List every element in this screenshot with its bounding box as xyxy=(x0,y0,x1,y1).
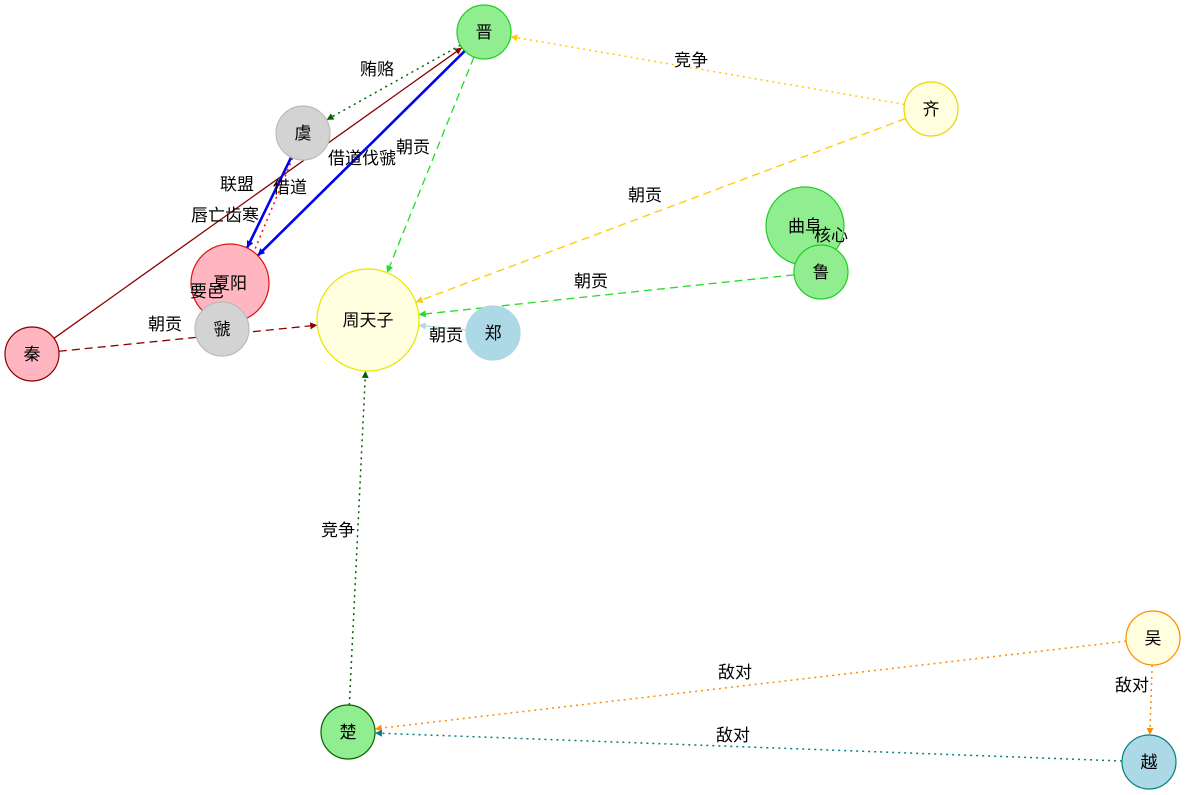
node-circle-lu xyxy=(793,244,849,300)
edge-zheng-zhou xyxy=(418,322,467,331)
edge-chu-zhou xyxy=(348,370,369,706)
node-label-zhou: 周天子 xyxy=(343,311,394,331)
edge-jin-zhou xyxy=(386,56,475,273)
edge-lu-zhou xyxy=(418,274,795,318)
edge-label-jin-xiayang: 借道伐虢 xyxy=(328,149,396,169)
node-circle-qin xyxy=(4,326,60,382)
node-jin: 晋 xyxy=(456,4,512,60)
edge-wu-chu xyxy=(374,640,1127,732)
node-label-xiayang: 夏阳 xyxy=(213,274,247,294)
node-circle-jin xyxy=(456,4,512,60)
node-label-chu: 楚 xyxy=(340,723,357,743)
node-label-qi: 齐 xyxy=(923,100,940,120)
edge-label-xiayang-guo: 要邑 xyxy=(190,282,224,302)
node-circle-wu xyxy=(1125,610,1181,666)
node-circle-yue xyxy=(1121,734,1177,790)
node-yu: 虞 xyxy=(275,105,331,161)
edge-yu-xiayang xyxy=(245,156,293,249)
edge-wu-yue xyxy=(1146,664,1154,736)
node-circle-zheng xyxy=(465,305,521,361)
edge-label-wu-chu: 敌对 xyxy=(718,663,752,683)
edge-yu-guo xyxy=(231,157,294,305)
edge-label-lu-zhou: 朝贡 xyxy=(574,272,608,292)
node-qin: 秦 xyxy=(4,326,60,382)
edge-label-wu-yue: 敌对 xyxy=(1115,676,1149,696)
edge-label-qi-zhou: 朝贡 xyxy=(628,186,662,206)
node-label-guo: 虢 xyxy=(214,320,231,340)
edge-label-chu-zhou: 竞争 xyxy=(321,521,355,541)
node-xiayang: 夏阳 xyxy=(190,243,270,323)
node-zhou: 周天子 xyxy=(316,268,420,372)
node-wu: 吴 xyxy=(1125,610,1181,666)
node-label-wu: 吴 xyxy=(1145,629,1162,649)
edge-label-jin-zhou: 朝贡 xyxy=(396,138,430,158)
node-zheng: 郑 xyxy=(465,305,521,361)
edge-qi-zhou xyxy=(415,117,906,303)
edge-label-jin-yu: 贿赂 xyxy=(360,60,394,80)
edge-label-yu-guo: 唇亡齿寒 xyxy=(191,206,259,226)
node-circle-qi xyxy=(903,81,959,137)
edge-label-yu-xiayang: 借道 xyxy=(273,178,307,198)
node-label-qufu: 曲阜 xyxy=(788,217,822,237)
node-circle-yu xyxy=(275,105,331,161)
node-label-lu: 鲁 xyxy=(813,263,830,283)
node-qi: 齐 xyxy=(903,81,959,137)
edge-yue-chu xyxy=(374,729,1123,762)
node-yue: 越 xyxy=(1121,734,1177,790)
edge-jin-xiayang xyxy=(256,50,466,257)
edge-qin-jin xyxy=(53,47,463,339)
node-circle-zhou xyxy=(316,268,420,372)
edges-layer xyxy=(53,34,1154,762)
edge-label-qufu-lu: 核心 xyxy=(814,226,848,246)
edge-label-qin-zhou: 朝贡 xyxy=(148,315,182,335)
edge-label-qi-jin: 竞争 xyxy=(674,51,708,71)
edge-label-qin-jin: 联盟 xyxy=(220,175,254,195)
node-circle-chu xyxy=(320,704,376,760)
node-label-jin: 晋 xyxy=(476,23,493,43)
node-label-zheng: 郑 xyxy=(485,324,502,344)
node-chu: 楚 xyxy=(320,704,376,760)
node-lu: 鲁 xyxy=(793,244,849,300)
edge-qin-zhou xyxy=(58,322,318,352)
node-guo: 虢 xyxy=(194,301,250,357)
node-circle-guo xyxy=(194,301,250,357)
edge-qi-jin xyxy=(510,34,905,106)
node-label-qin: 秦 xyxy=(24,345,41,365)
node-label-yue: 越 xyxy=(1141,753,1158,773)
edge-jin-yu xyxy=(326,44,461,121)
node-label-yu: 虞 xyxy=(295,124,312,144)
edge-label-zheng-zhou: 朝贡 xyxy=(429,326,463,346)
edge-label-yue-chu: 敌对 xyxy=(716,726,750,746)
